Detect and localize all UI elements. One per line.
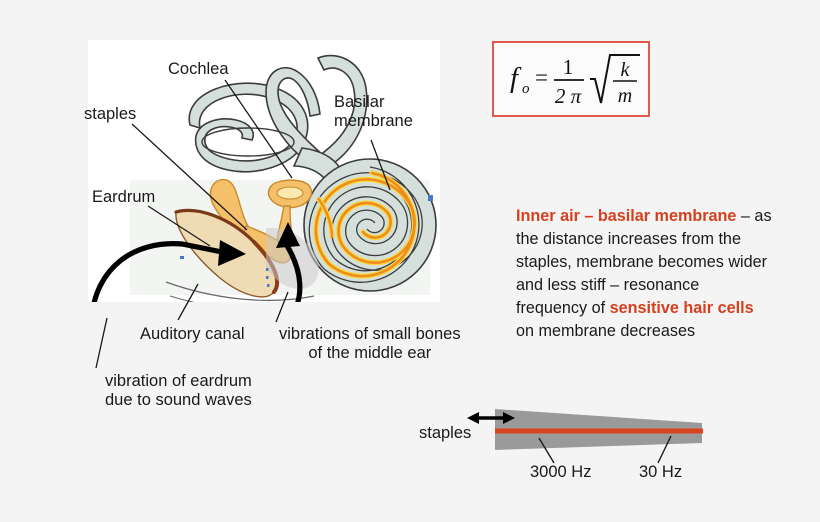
label-cochlea: Cochlea (168, 60, 229, 78)
label-vibration-eardrum-line1: vibration of eardrum (105, 372, 252, 390)
label-auditory-canal: Auditory canal (140, 325, 245, 343)
label-vibrations-line2: of the middle ear (308, 344, 432, 363)
formula-radical-numerator: k (621, 59, 631, 81)
resonance-frequency-formula: f o = 1 2 π k m (510, 54, 640, 108)
label-staples: staples (84, 105, 137, 123)
description-highlight-sensitive-hair-cells: sensitive hair cells (609, 299, 754, 317)
formula-radical-denominator: m (618, 85, 632, 107)
staples-vibration-arrow (467, 412, 515, 424)
formula-lhs: f (510, 62, 522, 94)
label-wedge-staples: staples (419, 424, 472, 442)
description-highlight-inner-air-basilar-membrane: Inner air – basilar membrane (516, 207, 737, 225)
formula-radical-sign (590, 54, 640, 104)
formula-fraction-denominator: 2 π (555, 84, 582, 108)
label-basilar-membrane: Basilar membrane (334, 93, 413, 132)
label-vibrations-line1: vibrations of small bones (279, 325, 461, 343)
formula-equals: = (535, 65, 548, 90)
label-vibrations-small-bones: vibrations of small bones of the middle … (279, 325, 461, 364)
description-paragraph: Inner air – basilar membrane – as the di… (516, 205, 774, 343)
label-vibration-eardrum: vibration of eardrum due to sound waves (105, 372, 252, 411)
formula-lhs-subscript: o (522, 81, 530, 97)
label-frequency-low: 30 Hz (639, 463, 683, 481)
label-vibration-eardrum-line2: due to sound waves (105, 391, 252, 410)
leader-line-30hz (657, 435, 672, 464)
leader-line-3000hz (538, 437, 555, 464)
resonance-frequency-formula-box: f o = 1 2 π k m (492, 41, 650, 117)
description-body-text-2: on membrane decreases (516, 322, 696, 340)
label-basilar-line1: Basilar (334, 93, 385, 111)
description-body-text-1: – as the distance increases from the sta… (516, 207, 772, 317)
label-basilar-line2: membrane (334, 112, 413, 131)
formula-fraction-numerator: 1 (563, 55, 574, 79)
label-eardrum: Eardrum (92, 188, 156, 206)
basilar-membrane-wedge-diagram (415, 398, 735, 508)
ear-anatomy-illustration (88, 40, 440, 302)
label-frequency-high: 3000 Hz (530, 463, 592, 481)
